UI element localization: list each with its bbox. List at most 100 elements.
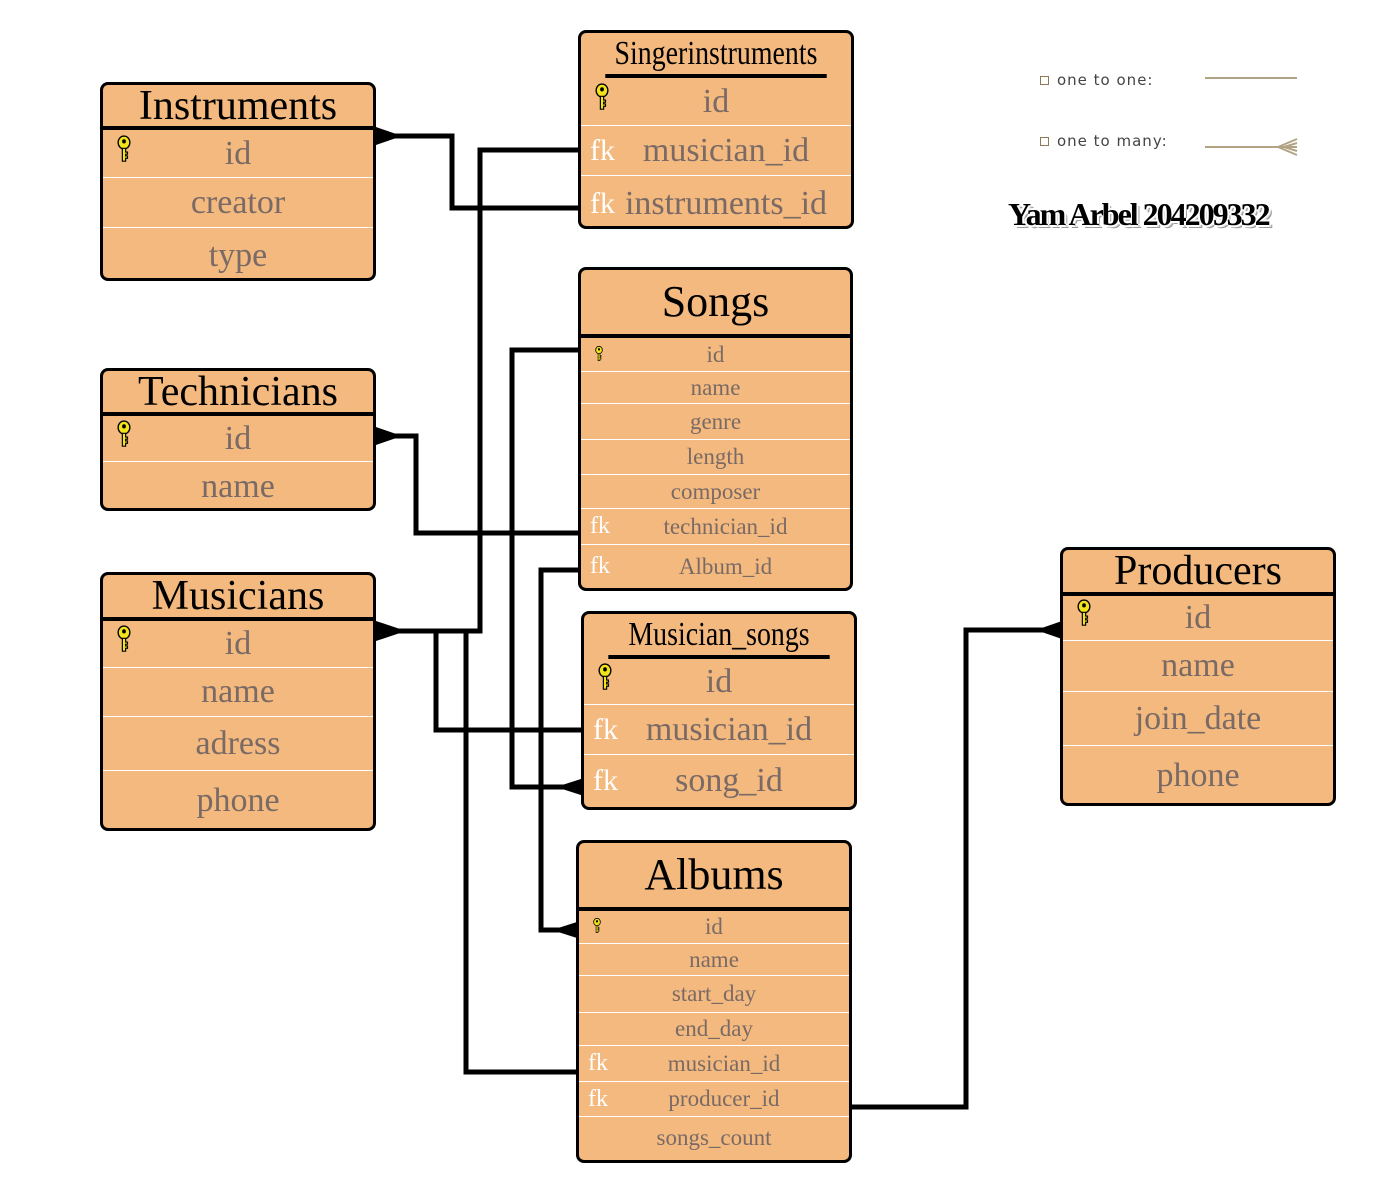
legend-one-to-one: one to one: <box>1040 71 1153 89</box>
legend-one-to-many-label: one to many: <box>1057 132 1168 150</box>
crowfoot-producers <box>1036 621 1062 639</box>
field-row[interactable]: id <box>103 130 373 178</box>
field-row[interactable]: id <box>581 338 850 372</box>
table-title: Producers <box>1063 550 1333 596</box>
field-row[interactable]: id <box>1063 596 1333 641</box>
field-row[interactable]: name <box>103 462 373 508</box>
field-row[interactable]: fk musician_id <box>579 1046 849 1082</box>
field-row[interactable]: phone <box>103 771 373 828</box>
field-row[interactable]: id <box>579 911 849 944</box>
field-row[interactable]: name <box>579 944 849 976</box>
legend-bullet-icon <box>1040 76 1049 85</box>
field-name: musician_id <box>645 710 813 748</box>
field-row[interactable]: fk technician_id <box>581 509 850 545</box>
field-name: id <box>1184 599 1212 636</box>
primary-key-icon <box>117 419 131 458</box>
field-name: name <box>1161 647 1235 684</box>
field-name: creator <box>190 183 286 221</box>
table-title: Songs <box>581 270 850 338</box>
field-name: instruments_id <box>624 185 828 222</box>
field-row[interactable]: creator <box>103 178 373 228</box>
connector-albums-musicians <box>463 631 580 1075</box>
field-row[interactable]: end_day <box>579 1013 849 1046</box>
field-row[interactable]: songs_count <box>579 1117 849 1158</box>
foreign-key-label: fk <box>593 712 618 746</box>
field-name: name <box>201 467 275 505</box>
field-name: id <box>705 914 723 939</box>
connector-singerinstruments-musicians <box>376 147 580 634</box>
connector-musiciansongs-songs <box>509 347 584 790</box>
connector-musiciansongs-musicians <box>433 631 584 733</box>
field-row[interactable]: join_date <box>1063 692 1333 746</box>
field-row[interactable]: name <box>103 668 373 717</box>
table-title: Technicians <box>103 371 373 416</box>
field-row[interactable]: adress <box>103 717 373 771</box>
crowfoot-musiciansongs-song <box>556 778 584 796</box>
field-name: name <box>689 946 739 972</box>
field-row[interactable]: length <box>581 440 850 475</box>
crowfoot-musicians <box>376 621 406 641</box>
field-row[interactable]: fk producer_id <box>579 1082 849 1117</box>
field-row[interactable]: id <box>584 659 854 705</box>
foreign-key-label: fk <box>588 1085 608 1112</box>
field-name: producer_id <box>668 1086 780 1111</box>
field-name: musician_id <box>667 1050 781 1076</box>
field-row[interactable]: phone <box>1063 746 1333 803</box>
primary-key-icon <box>598 662 612 701</box>
field-row[interactable]: fk musician_id <box>584 705 854 755</box>
crowfoot-technicians <box>376 427 402 445</box>
primary-key-icon <box>593 914 601 940</box>
field-row[interactable]: composer <box>581 475 850 509</box>
field-name: end_day <box>675 1016 753 1041</box>
field-name: id <box>705 662 733 700</box>
field-row[interactable]: id <box>581 78 851 126</box>
foreign-key-label: fk <box>588 1050 608 1076</box>
table-title: Albums <box>579 843 849 911</box>
field-row[interactable]: fk Album_id <box>581 545 850 588</box>
foreign-key-label: fk <box>590 513 610 539</box>
field-name: Album_id <box>678 553 773 579</box>
field-name: composer <box>670 478 761 504</box>
field-name: join_date <box>1134 699 1262 737</box>
field-row[interactable]: name <box>1063 641 1333 692</box>
field-row[interactable]: fk instruments_id <box>581 176 851 226</box>
field-name: length <box>686 444 745 469</box>
foreign-key-label: fk <box>590 553 610 579</box>
table-instruments[interactable]: Instruments id creator type <box>100 82 376 281</box>
field-name: id <box>702 82 730 120</box>
field-name: id <box>224 625 252 662</box>
foreign-key-label: fk <box>590 187 615 220</box>
field-name: genre <box>689 408 742 434</box>
field-name: id <box>224 134 252 172</box>
field-row[interactable]: id <box>103 416 373 462</box>
connector-songs-albums <box>538 567 580 933</box>
field-row[interactable]: genre <box>581 404 850 440</box>
field-name: name <box>690 374 741 400</box>
legend-one-to-many: one to many: <box>1040 132 1168 150</box>
connector-albums-producers <box>850 627 1062 1110</box>
field-name: name <box>201 673 275 710</box>
foreign-key-label: fk <box>593 763 618 797</box>
table-title: Singerinstruments <box>605 33 827 78</box>
field-name: phone <box>1156 757 1240 794</box>
field-row[interactable]: type <box>103 228 373 278</box>
field-name: id <box>224 419 252 457</box>
field-name: adress <box>195 724 281 762</box>
field-row[interactable]: start_day <box>579 976 849 1013</box>
field-name: technician_id <box>663 513 788 539</box>
field-row[interactable]: name <box>581 372 850 404</box>
primary-key-icon <box>595 82 609 121</box>
legend-one-to-many-line <box>1205 138 1298 156</box>
field-row[interactable]: id <box>103 621 373 668</box>
table-title: Instruments <box>103 85 373 130</box>
